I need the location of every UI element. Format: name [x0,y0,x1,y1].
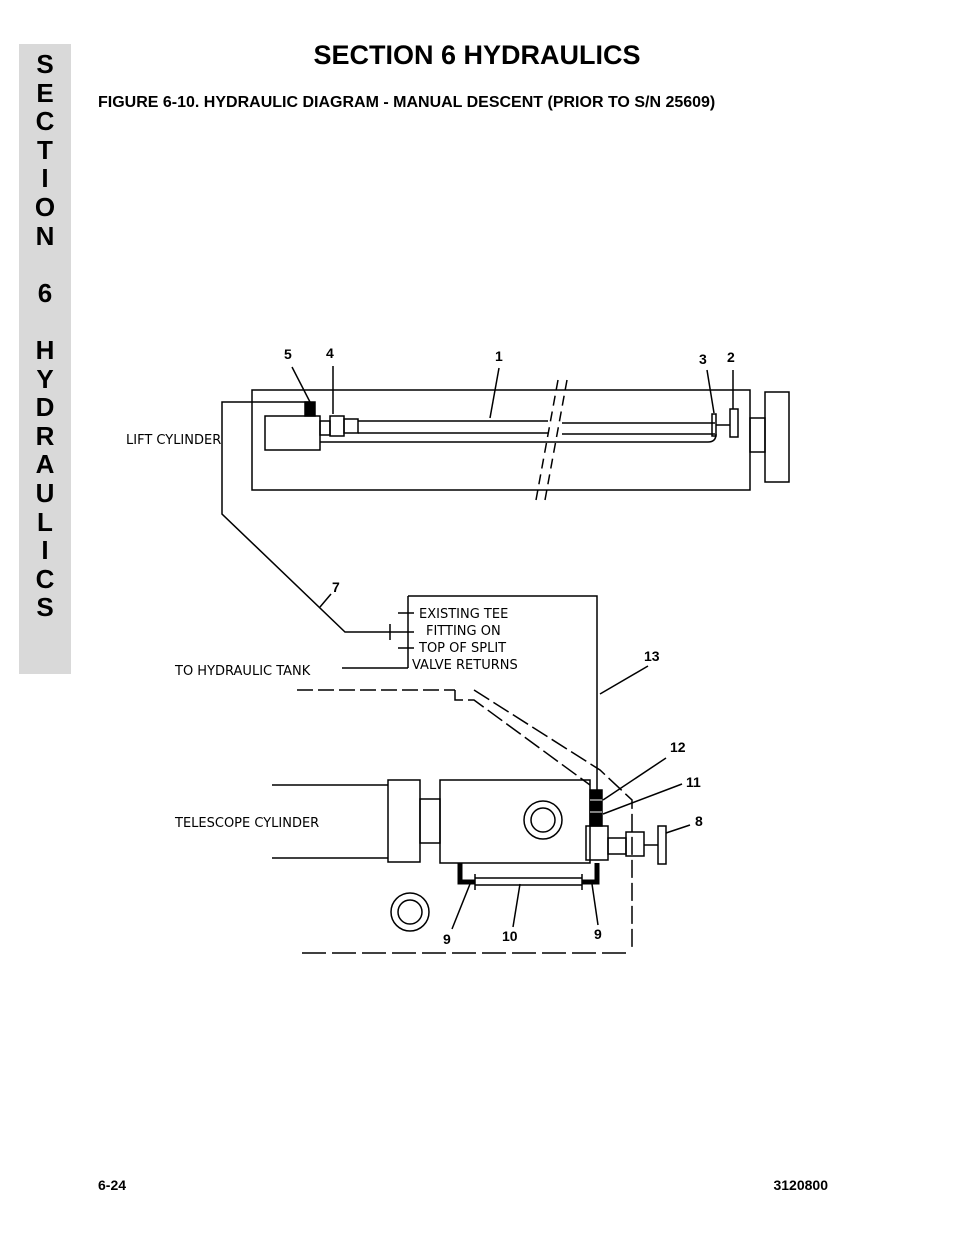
callout-9-right: 9 [594,926,602,942]
leader-1 [489,367,500,419]
figure-title: FIGURE 6-10. HYDRAULIC DIAGRAM - MANUAL … [98,94,716,111]
valve-fitting [607,837,627,855]
side-tab-letter: L [37,506,53,537]
lift-end-plate [764,391,790,483]
callout-4: 4 [326,345,334,361]
lift-knob [729,408,739,438]
leader-13 [599,665,649,695]
side-tab-letter: I [41,535,49,566]
tee-label-line4: VALVE RETURNS [412,658,518,673]
callout-2: 2 [727,349,735,365]
frame-port-outer [390,892,430,932]
leader-9-right [591,883,599,926]
document-number: 3120800 [773,1177,828,1193]
callout-13: 13 [644,648,660,664]
side-tab-letter: A [35,449,55,480]
side-tab-letter: R [35,420,55,451]
lift-cylinder-frame [251,389,751,491]
side-tab-letter: E [36,77,54,108]
frame-diagonal-2 [473,689,633,950]
telescope-cylinder-label: TELESCOPE CYLINDER [174,816,319,831]
tee-label-line1: EXISTING TEE [419,607,508,622]
frame-port-inner [397,899,423,925]
telescope-port-outer [523,800,563,840]
valve-knob-8 [657,825,667,865]
hose-7 [221,401,398,633]
page-number: 6-24 [98,1177,127,1193]
telescope-valve-block [439,779,591,864]
lift-cylinder-label: LIFT CYLINDER [126,433,221,448]
leader-9-left [451,883,471,930]
lift-cylinder-valve-block [264,415,321,451]
line-13 [408,595,598,790]
fitting-9-left [457,863,475,885]
frame-diagonal-1 [454,690,591,786]
break-line-1 [535,379,559,501]
section-title: SECTION 6 HYDRAULICS [313,40,641,70]
lift-washer [711,413,717,437]
fitting-11-12 [589,789,603,827]
leader-8 [665,824,691,834]
side-tab-letter: T [37,134,53,165]
telescope-gland [387,779,421,863]
lift-nut [329,415,345,437]
break-line-2 [544,379,568,501]
telescope-neck [419,798,441,844]
leader-3 [706,369,715,414]
side-tab-letter: U [35,477,55,508]
callout-7: 7 [332,579,340,595]
side-tab-letter: O [34,191,56,222]
lift-fitting [319,420,331,436]
side-tab-letter: C [35,106,55,137]
side-tab-letter: S [36,592,54,623]
side-tab-letter: S [36,49,54,79]
valve-nut [625,831,645,857]
leader-5 [291,366,311,403]
lift-port-fitting [304,401,316,417]
callout-9-left: 9 [443,931,451,947]
callout-8: 8 [695,813,703,829]
side-tab-letter: 6 [37,277,53,308]
lift-end-plate-stub [749,417,766,453]
side-tab-letter: I [41,163,49,194]
leader-11 [602,783,683,815]
fitting-9-right [582,863,600,885]
callout-11: 11 [686,774,701,790]
side-tab-letter: H [35,334,55,365]
side-tab-letter: D [35,392,55,423]
lift-drain-line [320,433,717,443]
callout-3: 3 [699,351,707,367]
hydraulic-tank-label: TO HYDRAULIC TANK [174,664,311,679]
side-tab-letter: N [35,220,55,251]
leader-12 [602,757,667,801]
leader-7 [319,593,332,608]
callout-1: 1 [495,348,503,364]
tee-label-line2: FITTING ON [426,624,501,639]
lift-check-valve [343,418,359,434]
callout-10: 10 [502,928,518,944]
tee-label-line3: TOP OF SPLIT [418,641,506,656]
callout-12: 12 [670,739,686,755]
callout-5: 5 [284,346,292,362]
side-tab-letter: Y [36,363,54,394]
telescope-port-inner [530,807,556,833]
leader-10 [512,883,521,928]
side-tab-letter: C [35,563,55,594]
